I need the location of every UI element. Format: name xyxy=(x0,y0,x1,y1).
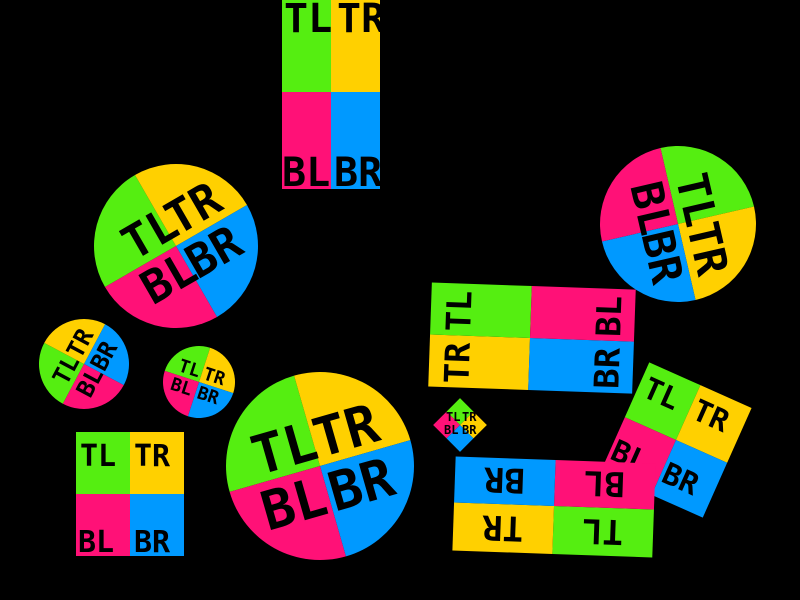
tile-tl-label: TL xyxy=(446,410,460,424)
tile-tl-quadrant xyxy=(282,0,331,92)
quad-circle-left-large: TL TR BL BR xyxy=(94,164,258,328)
tile-tl-label: TL xyxy=(582,510,624,551)
tile-br-quadrant xyxy=(187,382,234,418)
tile-bl-quadrant xyxy=(76,494,130,556)
tile-tl-label: TL xyxy=(439,290,480,332)
tile-br-quadrant xyxy=(130,494,184,556)
tile-br-label: BR xyxy=(134,525,171,560)
tile-bl-label: BL xyxy=(78,525,114,560)
tile-tr-quadrant xyxy=(428,334,530,390)
tile-tr-quadrant xyxy=(678,206,756,301)
tile-tl-quadrant xyxy=(76,432,130,494)
tile-tl-label: TL xyxy=(665,168,727,231)
tile-tr-quadrant xyxy=(676,385,752,463)
tile-bl-label: BL xyxy=(282,150,330,196)
tile-tl-quadrant xyxy=(552,505,654,558)
tile-bl-quadrant xyxy=(163,370,199,417)
quad-circle-right: TL TR BL BR xyxy=(600,146,756,302)
quad-tile-top-center: TL TR BL BR xyxy=(282,0,386,196)
tile-br-label: BR xyxy=(587,347,628,390)
tile-tr-label: TR xyxy=(462,410,477,424)
tile-tr-quadrant xyxy=(331,0,380,92)
tile-br-quadrant xyxy=(176,205,258,318)
tile-tl-label: TL xyxy=(284,0,332,42)
tile-tr-quadrant xyxy=(130,432,184,494)
tile-tl-quadrant xyxy=(624,362,701,440)
tile-br-label: BR xyxy=(462,423,477,437)
tile-br-quadrant xyxy=(601,224,696,302)
tile-tr-quadrant xyxy=(135,164,248,246)
tile-tr-label: TR xyxy=(676,217,738,281)
tile-br-label: BR xyxy=(483,459,526,500)
tile-bl-quadrant xyxy=(554,460,656,510)
tile-tl-quadrant xyxy=(39,342,84,404)
tile-br-quadrant xyxy=(528,338,634,394)
tile-bl-quadrant xyxy=(282,92,331,189)
tile-bl-quadrant xyxy=(530,286,636,342)
tile-bl-quadrant xyxy=(104,246,217,328)
quad-tile-mid-right: TR BR TL BL xyxy=(428,282,636,394)
tile-tl-quadrant xyxy=(94,174,176,287)
tile-tr-label: TR xyxy=(437,341,478,384)
tile-tl-quadrant xyxy=(660,146,755,224)
tile-bl-label: BL xyxy=(583,462,625,503)
quad-tile-bottom-center-flipped: TL TR BL BR xyxy=(452,456,656,558)
tile-tr-label: TR xyxy=(337,0,386,42)
tile-tr-label: TR xyxy=(134,439,171,474)
quad-tile-bottom-left: TL TR BL BR xyxy=(76,432,184,560)
tile-tr-quadrant xyxy=(44,319,106,364)
quad-circle-small-left: TL TR BL BR xyxy=(39,319,129,409)
tile-tr-label: TR xyxy=(481,507,524,548)
tile-bl-quadrant xyxy=(600,147,678,242)
tile-bl-quadrant xyxy=(229,466,346,560)
tile-br-label: BR xyxy=(334,150,383,196)
tile-br-label: BR xyxy=(631,225,693,289)
tile-br-quadrant xyxy=(84,324,129,386)
quad-circle-center-large: TL TR BL BR xyxy=(226,372,414,560)
tile-tr-quadrant xyxy=(452,502,554,554)
tile-tl-quadrant xyxy=(430,282,532,338)
tile-tl-label: TL xyxy=(80,439,116,474)
tile-br-quadrant xyxy=(454,456,556,506)
tile-tl-quadrant xyxy=(226,375,320,492)
tile-tr-quadrant xyxy=(294,372,411,466)
tile-bl-quadrant xyxy=(62,364,124,409)
tile-bl-label: BL xyxy=(444,423,458,437)
quad-circle-small-mid: TL TR BL BR xyxy=(163,346,235,418)
tile-br-quadrant xyxy=(651,440,728,518)
tile-br-quadrant xyxy=(320,440,414,557)
tile-bl-label: BL xyxy=(589,295,630,337)
tile-tl-quadrant xyxy=(164,346,211,382)
tile-bl-label: BL xyxy=(619,177,681,240)
tile-tr-quadrant xyxy=(199,347,235,394)
tile-br-quadrant xyxy=(331,92,380,189)
